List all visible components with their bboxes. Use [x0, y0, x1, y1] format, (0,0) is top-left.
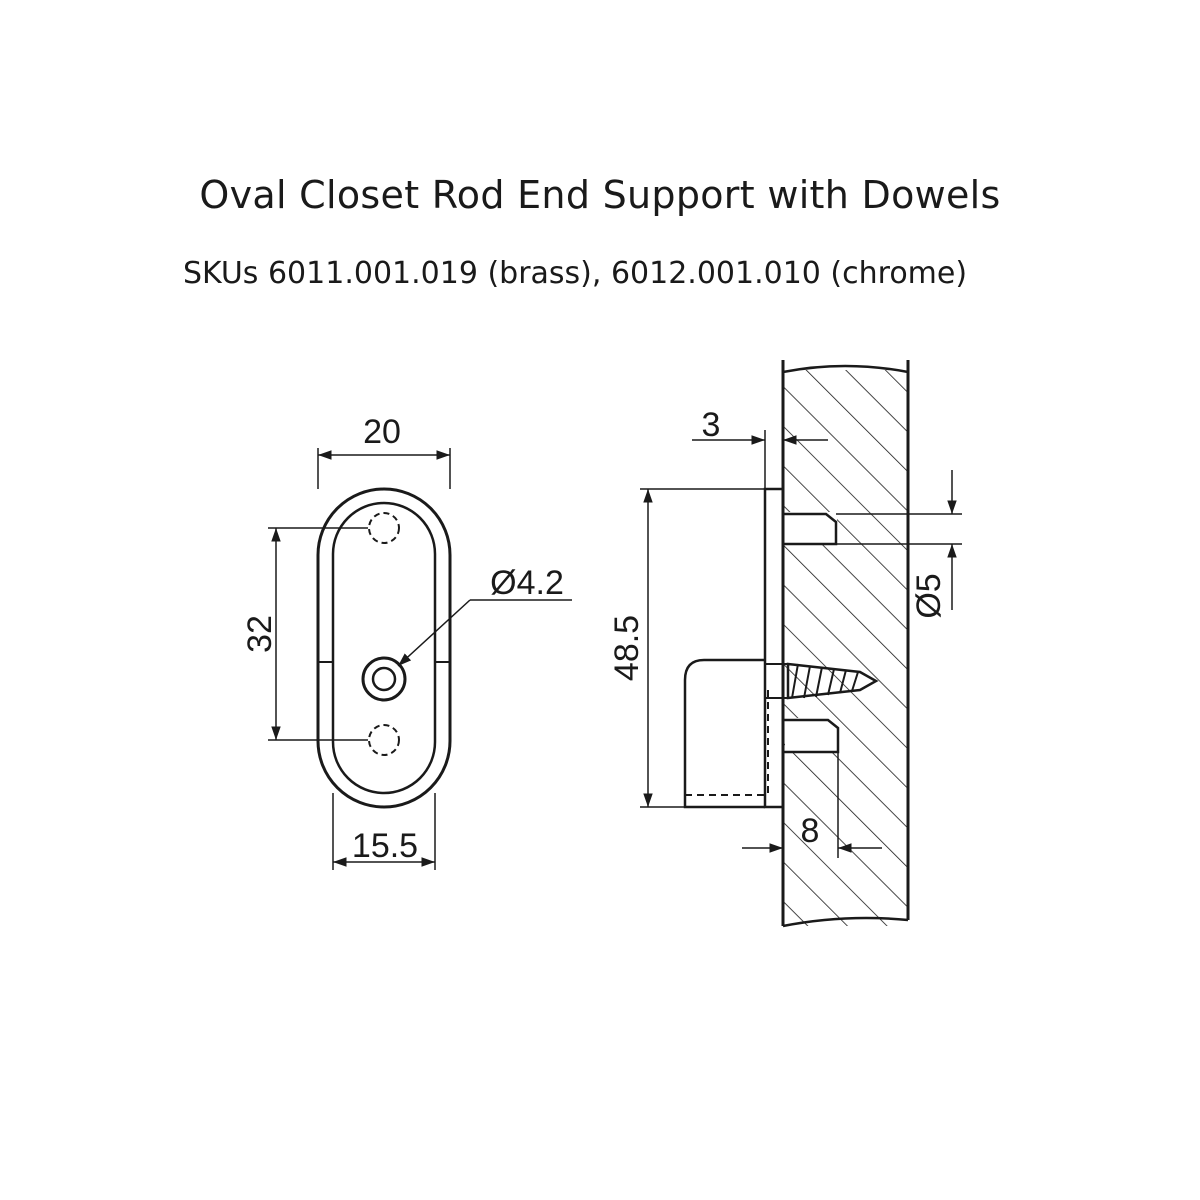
- inner-width-dimension-label: 15.5: [352, 827, 418, 865]
- screw: [765, 662, 879, 700]
- bracket-inner-outline: [331, 501, 437, 795]
- bracket-plate: [763, 487, 785, 809]
- page-title: Oval Closet Rod End Support with Dowels: [199, 173, 1001, 217]
- bottom-dowel-hole: [368, 724, 400, 756]
- rod-cup: [683, 658, 765, 809]
- top-dowel-hole: [368, 512, 400, 544]
- plate-thickness-label: 3: [702, 406, 721, 444]
- screw-hole: [361, 656, 407, 702]
- dowel-depth-label: 8: [801, 812, 820, 850]
- bracket-outer-outline: [316, 487, 452, 809]
- hole-spacing-dimension-label: 32: [241, 615, 279, 653]
- bottom-dowel: [783, 718, 840, 754]
- width-dimension-label: 20: [363, 413, 401, 451]
- side-view: 3 48.5 Ø5 8: [608, 360, 962, 928]
- wall-section: [783, 370, 908, 926]
- screw-hole-diameter-label: Ø4.2: [490, 564, 564, 602]
- top-dowel: [783, 512, 838, 546]
- height-dimension-label: 48.5: [608, 615, 646, 681]
- dowel-diameter-label: Ø5: [910, 573, 948, 618]
- front-view: 20 32 Ø4.2 15.5: [241, 413, 572, 870]
- page-subtitle: SKUs 6011.001.019 (brass), 6012.001.010 …: [182, 256, 968, 291]
